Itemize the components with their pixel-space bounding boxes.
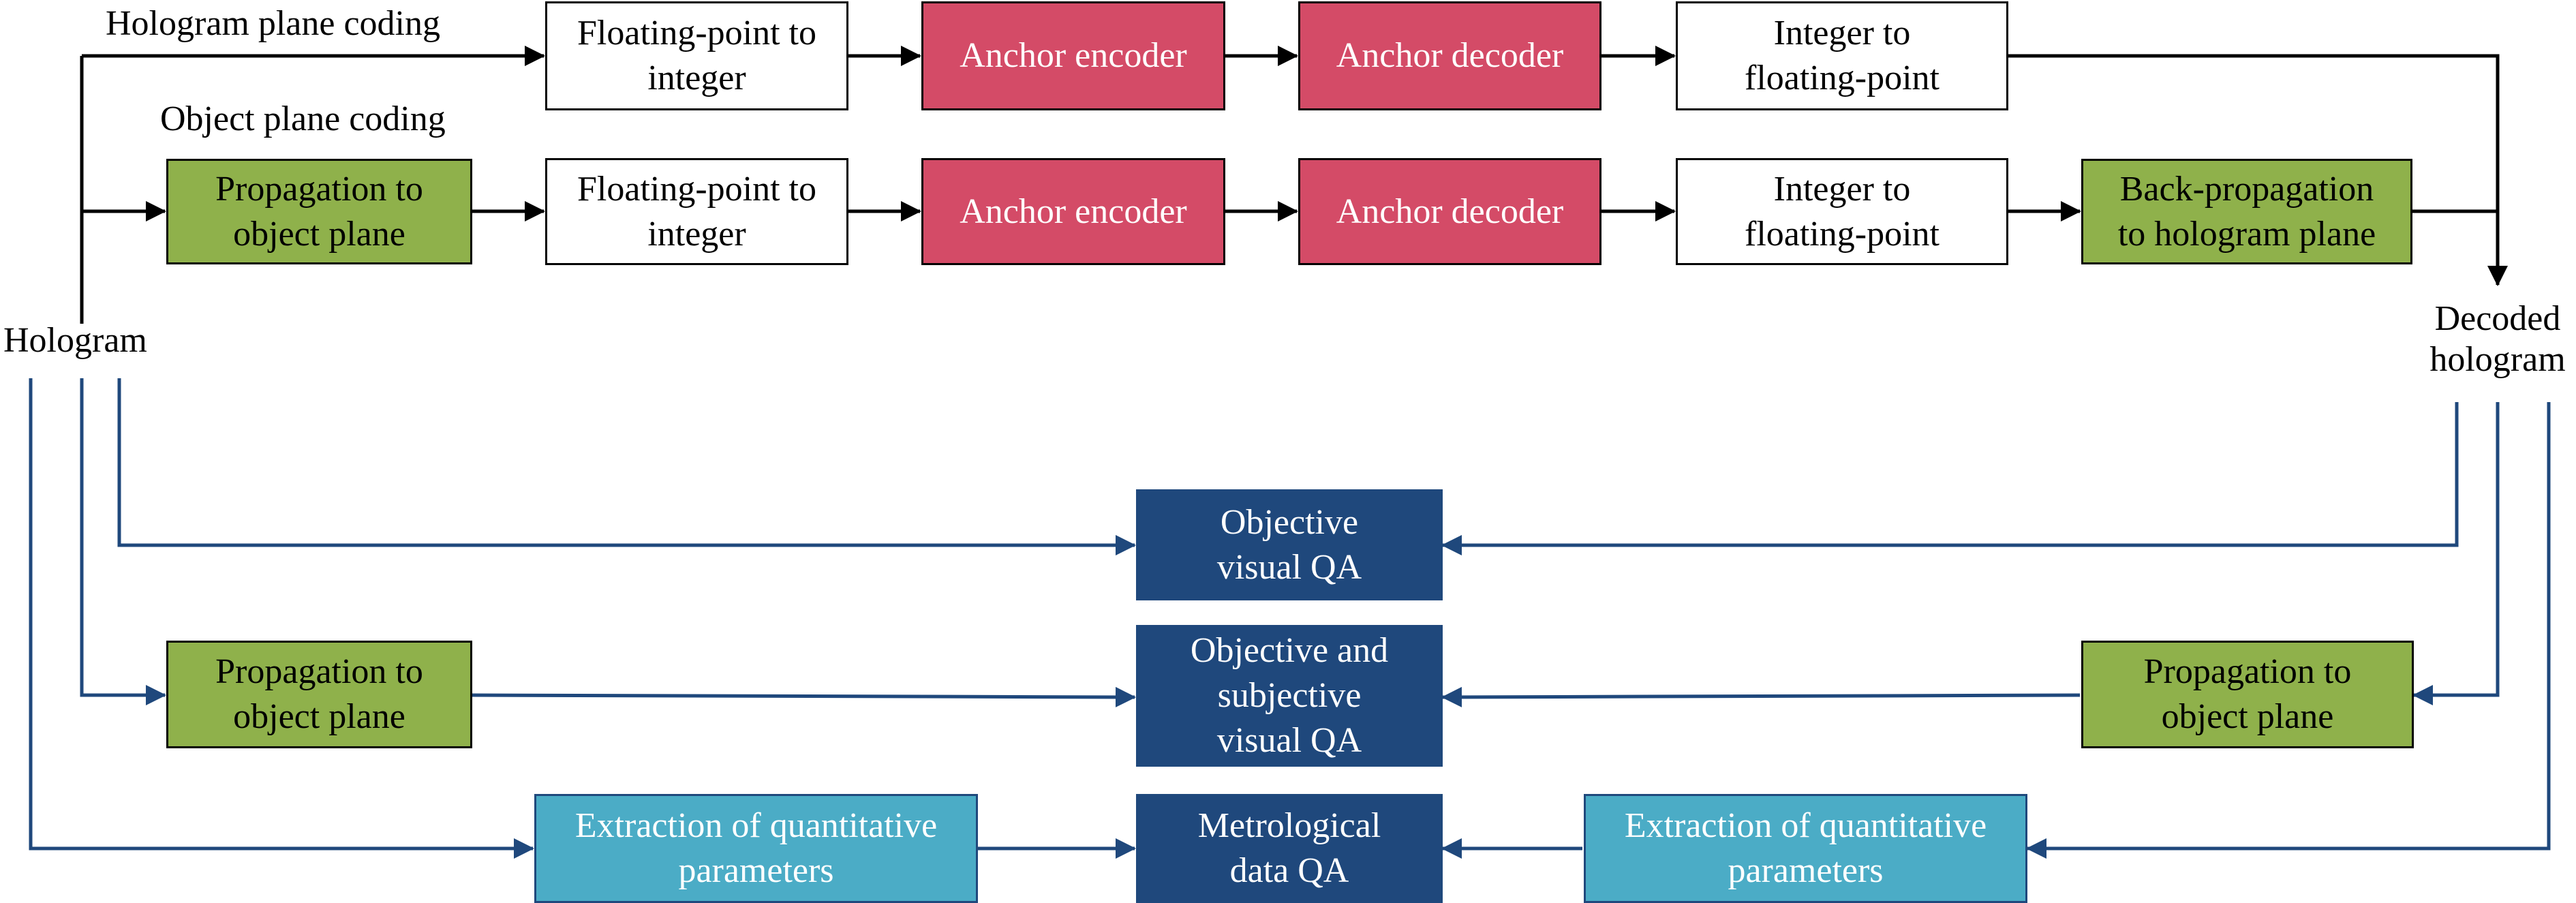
label-decoded-hologram: Decoded hologram bbox=[2429, 299, 2566, 379]
line-hologram-to-extraction-left bbox=[29, 378, 534, 859]
extraction-left-box: Extraction of quantitative parameters bbox=[534, 794, 978, 903]
line-hologram-to-objective-visual bbox=[117, 378, 1136, 555]
row2-float-to-int-label: Floating-point to integer bbox=[577, 169, 816, 254]
row2-anchor-decoder-box: Anchor decoder bbox=[1298, 158, 1601, 265]
row1-anchor-encoder-box: Anchor encoder bbox=[921, 1, 1225, 110]
row2-anchor-encoder-box: Anchor encoder bbox=[921, 158, 1225, 265]
row1-anchor-decoder-label: Anchor decoder bbox=[1336, 36, 1564, 75]
line-decoded-to-extraction-right bbox=[2026, 402, 2551, 859]
line-hologram-to-propagation-left bbox=[80, 378, 166, 705]
objective-visual-qa-label: Objective visual QA bbox=[1216, 502, 1362, 587]
row1-float-to-int-label: Floating-point to integer bbox=[577, 14, 816, 97]
row1-int-to-float-box: Integer to floating-point bbox=[1676, 1, 2008, 110]
metrological-qa-label: Metrological data QA bbox=[1197, 806, 1381, 890]
row2-anchor-decoder-label: Anchor decoder bbox=[1336, 192, 1564, 231]
label-hologram-plane-coding: Hologram plane coding bbox=[106, 4, 440, 43]
row2-anchor-encoder-label: Anchor encoder bbox=[960, 192, 1187, 231]
objective-subjective-qa-box: Objective and subjective visual QA bbox=[1136, 625, 1443, 767]
label-hologram: Hologram bbox=[3, 321, 147, 360]
row1-anchor-decoder-box: Anchor decoder bbox=[1298, 1, 1601, 110]
line-propagation-right-to-obj-subj bbox=[1441, 686, 2081, 707]
row2-int-to-float-box: Integer to floating-point bbox=[1676, 158, 2008, 265]
line-row1-to-decoded bbox=[2008, 54, 2508, 286]
extraction-left-label: Extraction of quantitative parameters bbox=[574, 806, 938, 890]
line-decoded-to-propagation-right bbox=[2412, 402, 2500, 705]
row1-int-to-float-label: Integer to floating-point bbox=[1745, 14, 1939, 97]
metrological-qa-box: Metrological data QA bbox=[1136, 794, 1443, 903]
label-object-plane-coding: Object plane coding bbox=[160, 100, 446, 138]
row2-propagation-box: Propagation to object plane bbox=[166, 159, 472, 264]
row2-back-propagation-box: Back-propagation to hologram plane bbox=[2081, 159, 2412, 264]
row1-anchor-encoder-label: Anchor encoder bbox=[960, 36, 1187, 75]
line-decoded-to-objective-visual bbox=[1441, 402, 2459, 555]
objective-visual-qa-box: Objective visual QA bbox=[1136, 489, 1443, 600]
qa-propagation-left-label: Propagation to object plane bbox=[215, 652, 423, 736]
extraction-right-box: Extraction of quantitative parameters bbox=[1584, 794, 2027, 903]
qa-propagation-right-label: Propagation to object plane bbox=[2143, 652, 2352, 736]
row2-back-propagation-label: Back-propagation to hologram plane bbox=[2117, 169, 2376, 254]
line-propagation-left-to-obj-subj bbox=[472, 686, 1136, 707]
objective-subjective-qa-label: Objective and subjective visual QA bbox=[1190, 631, 1389, 760]
qa-propagation-left-box: Propagation to object plane bbox=[166, 641, 472, 748]
row1-float-to-int-box: Floating-point to integer bbox=[545, 1, 848, 110]
row2-int-to-float-label: Integer to floating-point bbox=[1745, 169, 1939, 254]
row2-float-to-int-box: Floating-point to integer bbox=[545, 158, 848, 265]
row2-propagation-label: Propagation to object plane bbox=[215, 169, 423, 254]
extraction-right-label: Extraction of quantitative parameters bbox=[1624, 806, 1987, 890]
qa-propagation-right-box: Propagation to object plane bbox=[2081, 641, 2414, 748]
